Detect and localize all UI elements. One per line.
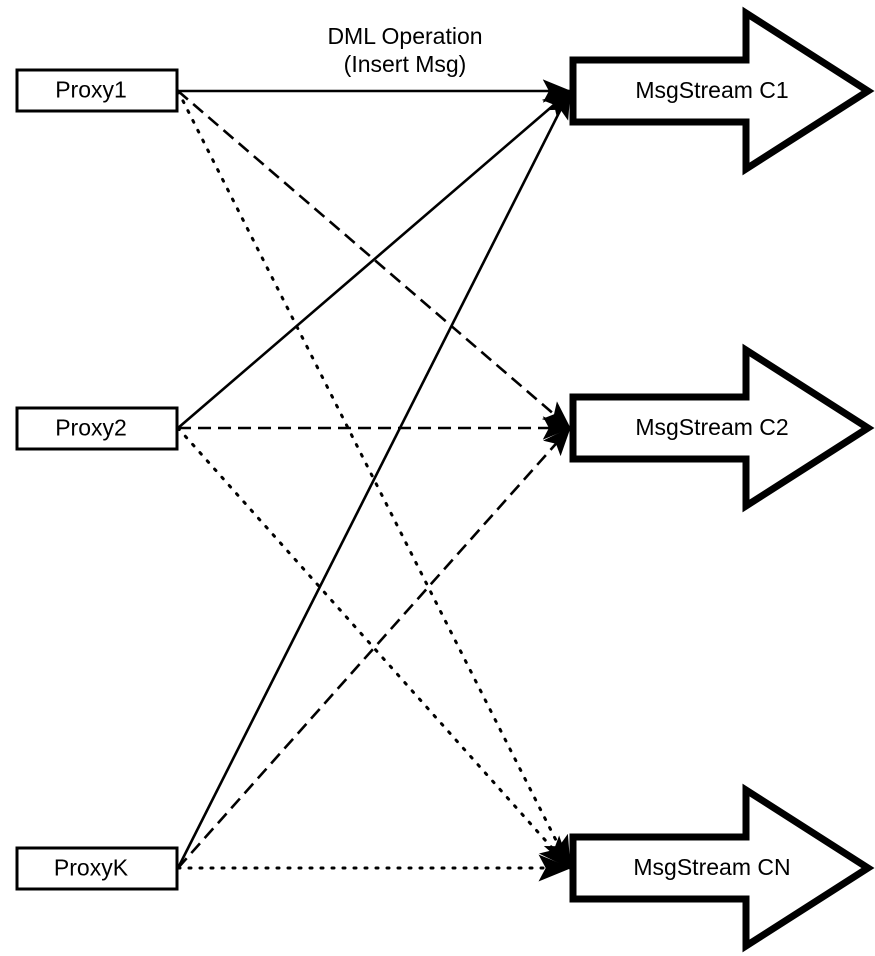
annotation-dml-operation-line1: DML Operation — [327, 23, 482, 49]
annotations-layer: DML Operation(Insert Msg) — [327, 23, 482, 77]
node-proxy1-box — [15, 68, 179, 113]
edge-proxy2-to-c1 — [177, 90, 571, 429]
edges-layer — [176, 79, 572, 882]
edge-proxyk-to-c2 — [177, 427, 571, 869]
node-proxyk[interactable]: ProxyK — [15, 846, 179, 891]
node-proxy2-label: Proxy2 — [55, 415, 127, 441]
edge-proxyk-to-c1 — [176, 89, 572, 869]
node-proxy1-label: Proxy1 — [55, 77, 127, 103]
node-proxy1[interactable]: Proxy1 — [15, 68, 179, 113]
node-msgstream-cn-label: MsgStream CN — [633, 854, 790, 880]
node-proxy2[interactable]: Proxy2 — [15, 406, 179, 451]
node-proxyk-box — [15, 846, 179, 891]
node-msgstream-c1[interactable]: MsgStream C1 — [569, 6, 875, 176]
node-msgstream-c2-label: MsgStream C2 — [635, 414, 788, 440]
node-msgstream-cn-arrow-shape — [569, 783, 875, 953]
edge-proxy2-to-cn — [176, 426, 572, 870]
node-msgstream-c2[interactable]: MsgStream C2 — [569, 343, 875, 513]
msgstream-nodes-layer: MsgStream C1 MsgStream C2 MsgStream CN — [569, 6, 875, 953]
node-msgstream-c1-arrow-shape — [569, 6, 875, 176]
node-proxy2-box — [15, 406, 179, 451]
annotation-dml-operation-line2: (Insert Msg) — [344, 51, 467, 77]
node-msgstream-c1-label: MsgStream C1 — [635, 77, 788, 103]
node-msgstream-cn[interactable]: MsgStream CN — [569, 783, 875, 953]
edge-proxy1-to-cn — [176, 89, 572, 870]
node-msgstream-c2-arrow-shape — [569, 343, 875, 513]
edge-proxy1-to-c2 — [177, 90, 571, 429]
node-proxyk-label: ProxyK — [54, 855, 129, 881]
annotation-dml-operation: DML Operation(Insert Msg) — [327, 23, 482, 77]
